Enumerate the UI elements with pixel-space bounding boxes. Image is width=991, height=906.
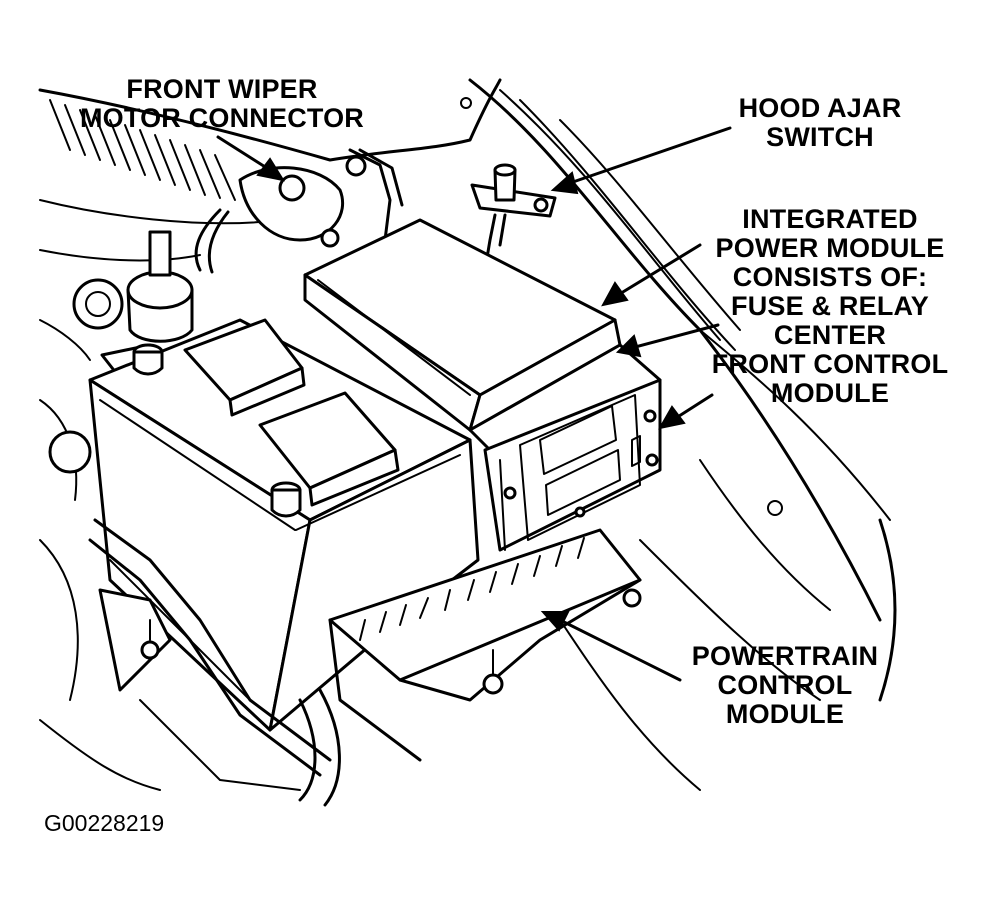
label-line: CENTER <box>773 320 887 350</box>
battery <box>88 318 480 732</box>
label-integrated-power-module: INTEGRATED POWER MODULE CONSISTS OF: FUS… <box>695 205 965 408</box>
fender-outline <box>38 78 897 791</box>
label-line: MODULE <box>770 378 890 408</box>
label-line: FRONT WIPER <box>126 74 318 104</box>
cowl-grille <box>49 99 236 201</box>
figure-id: G00228219 <box>44 810 165 836</box>
label-powertrain-control-module: POWERTRAIN CONTROL MODULE <box>680 642 890 729</box>
powertrain-control-module <box>298 528 642 807</box>
label-line: MOTOR CONNECTOR <box>79 103 364 133</box>
label-line: FRONT CONTROL <box>711 349 949 379</box>
label-line: SWITCH <box>766 122 874 152</box>
label-line: POWER MODULE <box>715 233 945 263</box>
label-front-wiper-motor-connector: FRONT WIPER MOTOR CONNECTOR <box>72 75 372 133</box>
label-line: FUSE & RELAY <box>731 291 929 321</box>
label-line: POWERTRAIN <box>691 641 879 671</box>
label-line: HOOD AJAR <box>738 93 902 123</box>
label-hood-ajar-switch: HOOD AJAR SWITCH <box>720 94 920 152</box>
label-line: CONSISTS OF: <box>732 262 928 292</box>
leader-arrows <box>216 126 732 682</box>
label-line: CONTROL <box>717 670 853 700</box>
label-line: INTEGRATED <box>742 204 918 234</box>
battery-tray <box>88 518 332 791</box>
label-line: MODULE <box>725 699 845 729</box>
integrated-power-module <box>303 218 662 552</box>
wiper-motor <box>48 148 404 474</box>
